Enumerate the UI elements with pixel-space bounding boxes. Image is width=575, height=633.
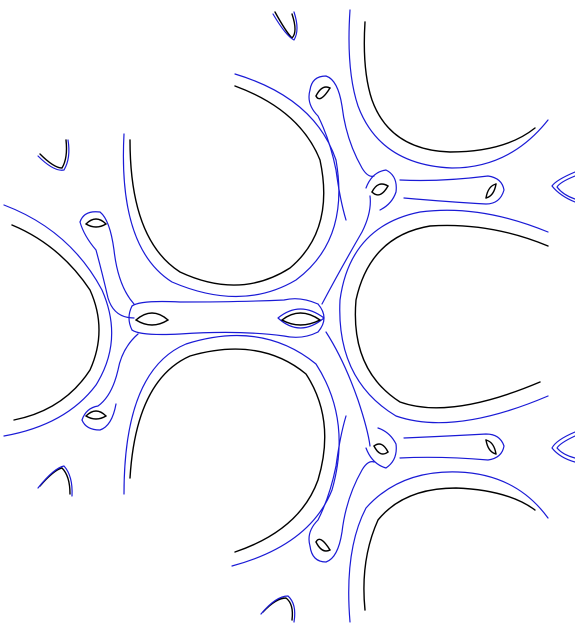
arc-right-center <box>340 210 548 422</box>
corner-arc-bottom-center <box>263 598 292 620</box>
hole-upper-right-a <box>372 184 388 195</box>
arc-bottom-center <box>124 336 339 566</box>
arc-top-right <box>349 10 548 168</box>
hole-lower-right-a <box>374 444 388 454</box>
hole-bottom-left <box>86 411 106 419</box>
hole-center-right <box>278 309 324 328</box>
hole-top-left <box>86 219 106 227</box>
arc-top-center <box>123 74 338 297</box>
corner-arc-left-upper <box>40 140 67 168</box>
hole-top <box>316 87 330 99</box>
hole-bottom <box>316 539 330 551</box>
corner-arc-top-center <box>275 12 295 38</box>
corner-arc-left-lower-blue <box>38 466 72 496</box>
corner-arcs <box>38 12 575 622</box>
hole-center-left <box>136 313 168 325</box>
hole-lower-right-b <box>486 440 496 454</box>
hole-upper-right-b <box>486 184 496 198</box>
arc-bottom-right <box>349 472 548 622</box>
holes <box>86 87 496 551</box>
arc-left <box>4 205 112 436</box>
